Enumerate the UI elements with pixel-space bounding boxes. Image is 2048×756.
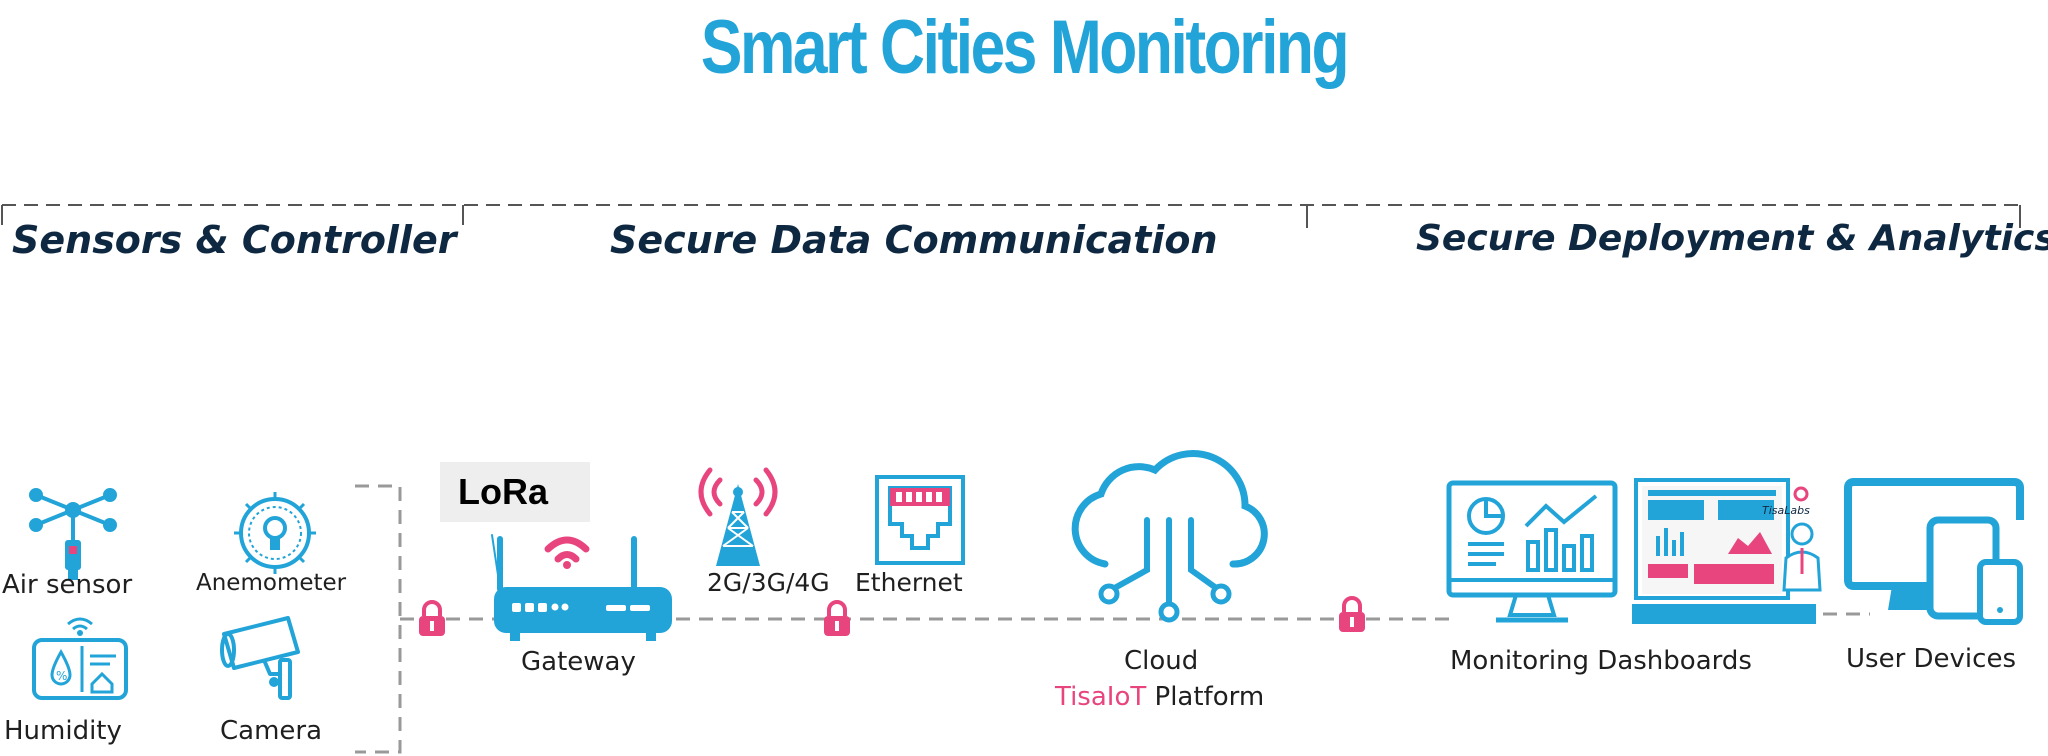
platform-label: TisaIoT Platform — [1055, 682, 1264, 712]
ethernet-icon — [875, 475, 965, 565]
platform-suffix: Platform — [1154, 682, 1265, 712]
camera-label: Camera — [220, 716, 323, 746]
section-secure-deployment-analytics: Secure Deployment & Analytics — [1416, 218, 2048, 259]
cloud-icon — [1071, 450, 1268, 623]
air-sensor-label: Air sensor — [2, 570, 133, 600]
lock-icon — [419, 600, 445, 636]
anemometer-label: Anemometer — [196, 570, 347, 596]
user-devices-label: User Devices — [1846, 644, 2016, 674]
ethernet-label: Ethernet — [855, 568, 963, 597]
page-title: Smart Cities Monitoring — [700, 5, 1350, 90]
air-sensor-icon — [29, 488, 117, 580]
section-sensors-controller: Sensors & Controller — [12, 218, 457, 262]
monitoring-dashboards-label: Monitoring Dashboards — [1450, 646, 1752, 676]
svg-text:%: % — [56, 669, 67, 683]
lock-icon — [824, 600, 850, 636]
user-devices-icon — [1844, 478, 2024, 625]
humidity-icon: % — [32, 617, 128, 700]
monitor-analytics-icon — [1446, 480, 1618, 623]
lora-logo: LoRa — [440, 462, 590, 522]
cellular-label: 2G/3G/4G — [707, 568, 830, 597]
humidity-label: Humidity — [4, 716, 122, 746]
dashboard-screen-icon — [1632, 478, 1822, 624]
platform-brand: TisaIoT — [1055, 682, 1147, 712]
cell-tower-icon — [698, 467, 778, 566]
tisalabs-logo: TisaLabs — [1762, 504, 1810, 517]
lora-logo-text: LoRa — [458, 471, 548, 512]
gateway-label: Gateway — [521, 647, 636, 677]
gateway-icon — [491, 534, 672, 641]
section-secure-data-communication: Secure Data Communication — [610, 218, 1218, 262]
camera-icon — [220, 616, 300, 700]
anemometer-icon — [234, 492, 316, 574]
lock-icon — [1339, 596, 1365, 632]
cloud-label: Cloud — [1124, 646, 1199, 676]
